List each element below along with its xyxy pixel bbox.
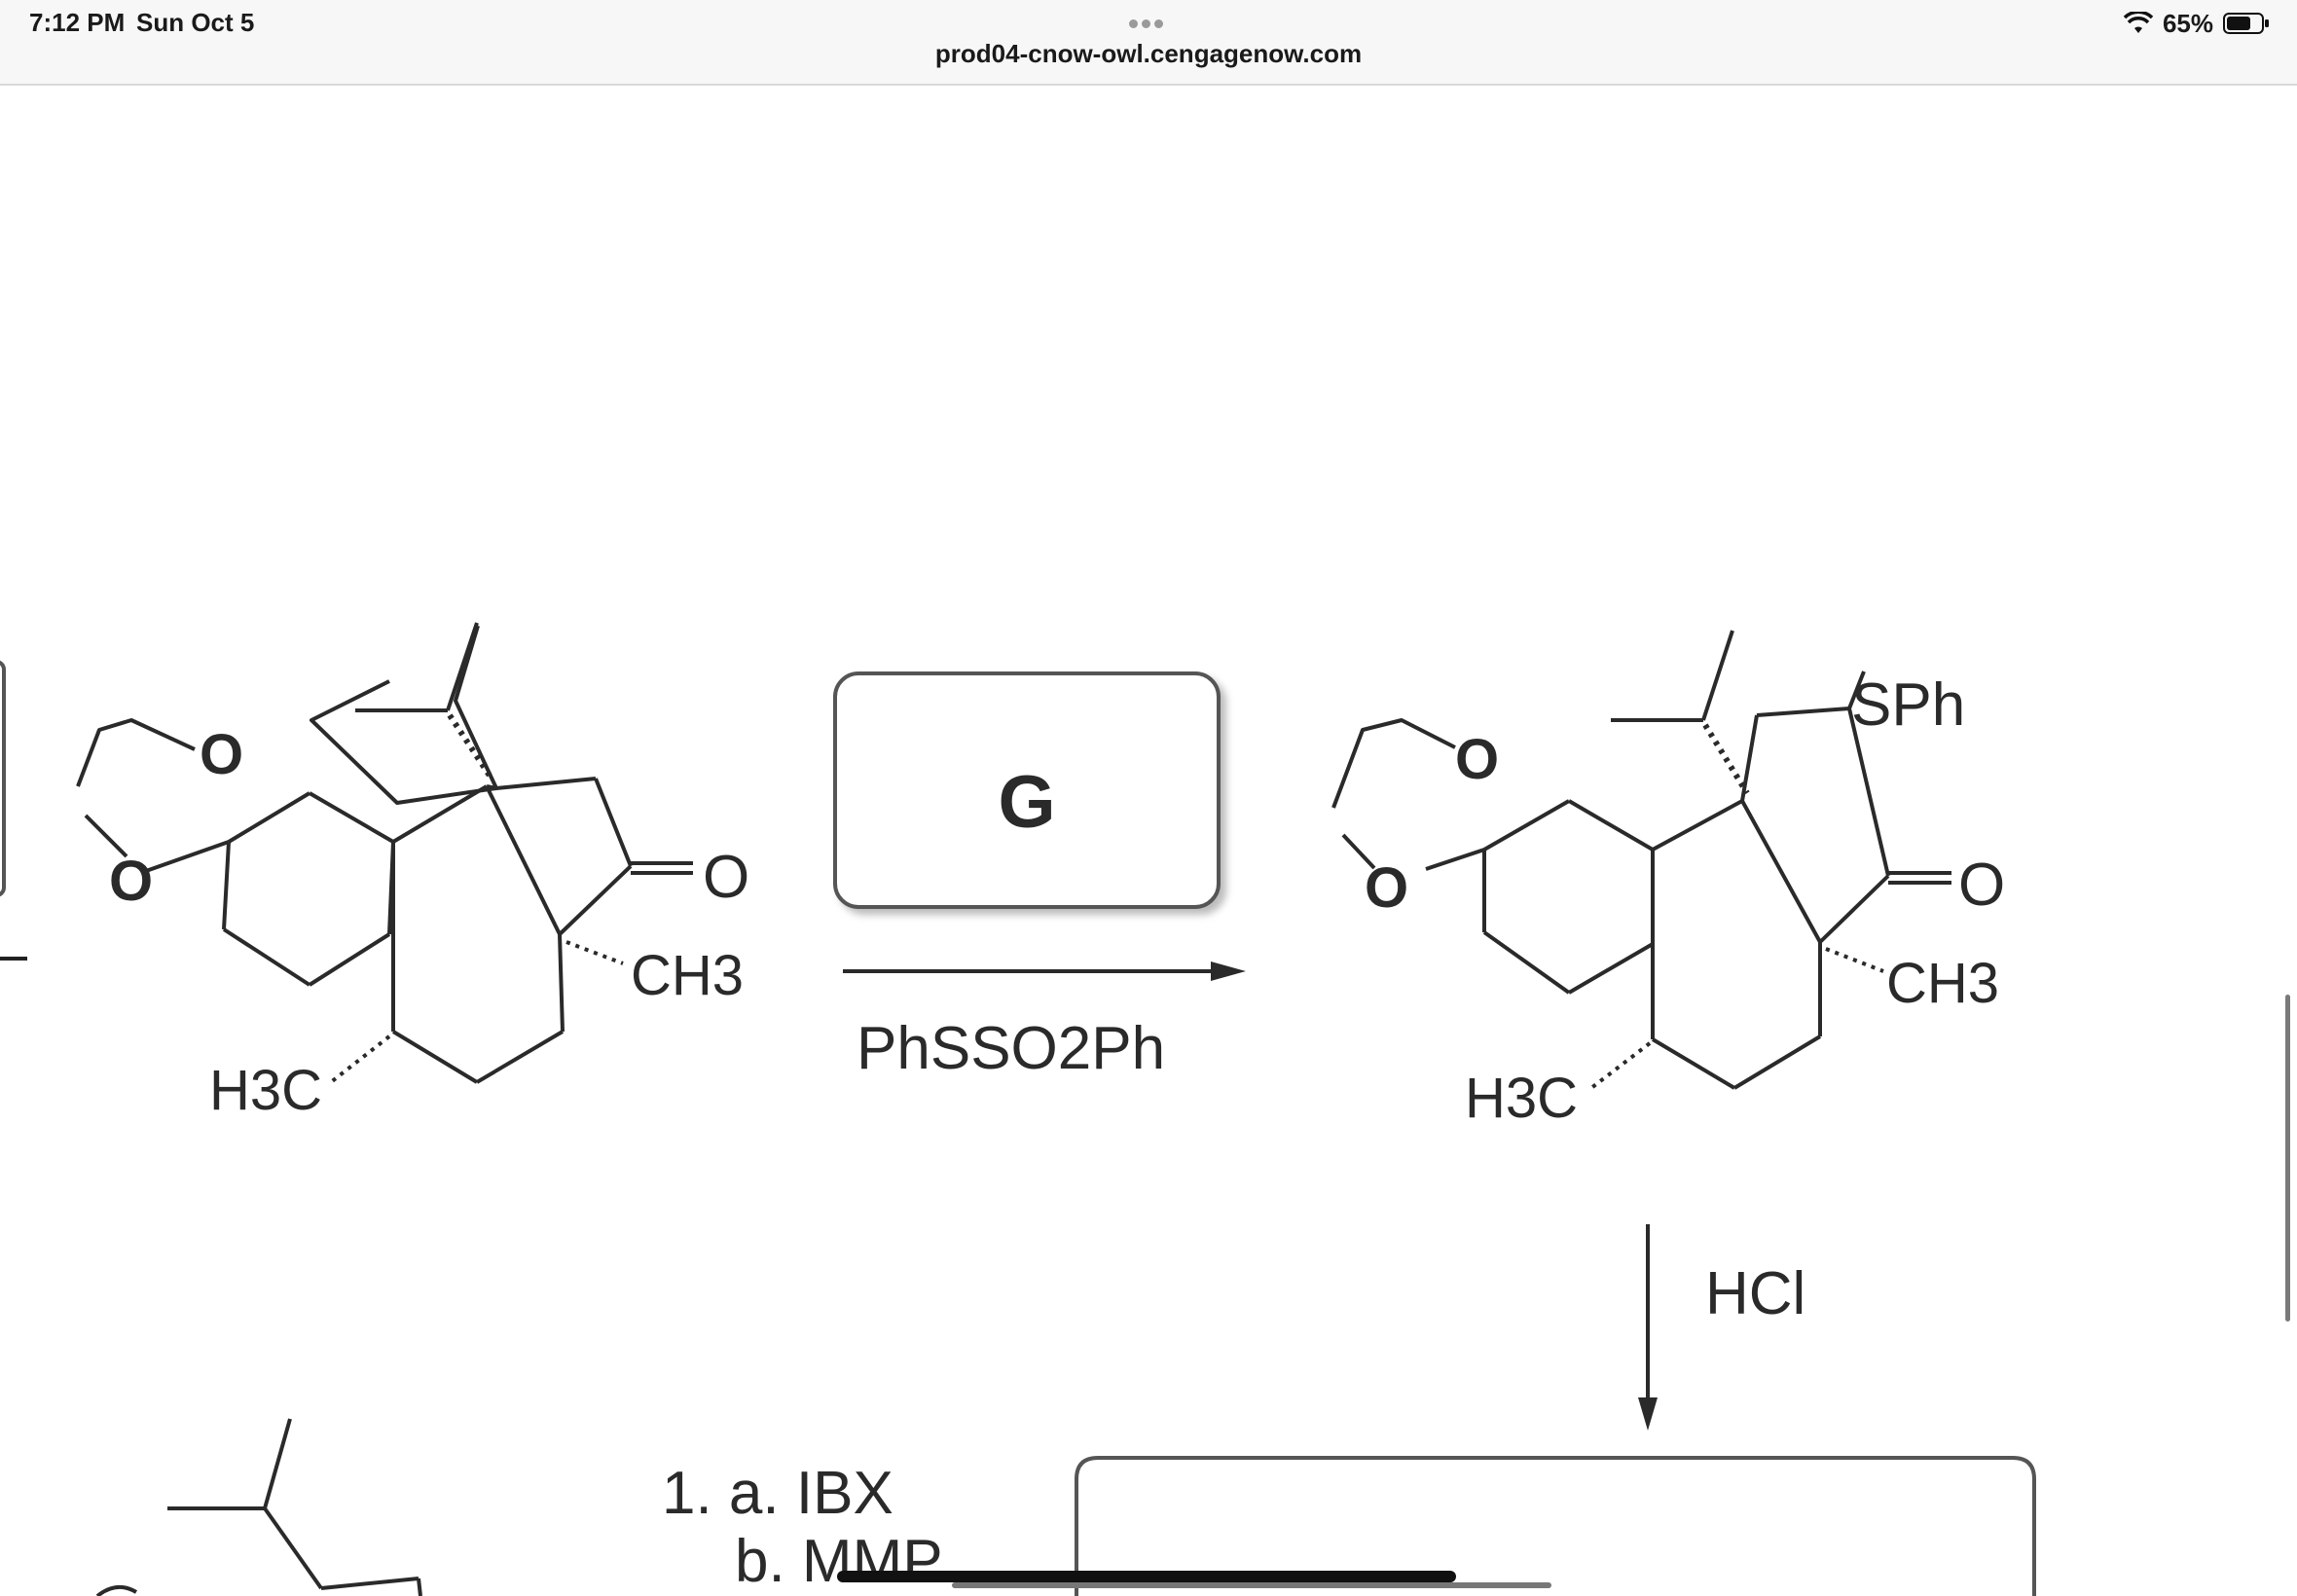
status-bar: 7:12 PM Sun Oct 5 prod04-cnow-owl.cengag… bbox=[0, 0, 2297, 86]
sm-ring-oxygen-bottom: O bbox=[109, 850, 153, 913]
product-methyl-left: H3C bbox=[1465, 1067, 1578, 1130]
battery-icon bbox=[2223, 13, 2269, 34]
status-time: 7:12 PM bbox=[29, 8, 126, 37]
sm-ring-oxygen-top: O bbox=[200, 723, 243, 786]
home-indicator-shadow bbox=[952, 1582, 1551, 1588]
sm-methyl-right: CH3 bbox=[631, 944, 744, 1007]
reagent-phsso2ph: PhSSO2Ph bbox=[857, 1015, 1165, 1082]
answer-box-hcl-product[interactable] bbox=[1075, 1456, 2036, 1596]
step-1a: 1. a. IBX bbox=[662, 1460, 893, 1527]
wifi-icon bbox=[2123, 12, 2153, 33]
battery-percent: 65% bbox=[2162, 8, 2213, 38]
reaction-arrow-1-head bbox=[1211, 961, 1246, 981]
product-methyl-right: CH3 bbox=[1886, 952, 1999, 1015]
home-indicator[interactable] bbox=[837, 1571, 1456, 1582]
sm-methyl-left: H3C bbox=[209, 1059, 322, 1122]
product-ketone-oxygen: O bbox=[1958, 852, 2005, 919]
answer-box-g-label: G bbox=[998, 761, 1055, 844]
product-sph bbox=[1331, 630, 1951, 1090]
previous-answer-box-edge[interactable] bbox=[0, 660, 6, 897]
reagent-hcl: HCl bbox=[1705, 1260, 1805, 1327]
sm-ketone-oxygen: O bbox=[703, 844, 749, 911]
next-structure-partial bbox=[95, 1418, 422, 1596]
product-ring-oxygen-top: O bbox=[1455, 728, 1499, 791]
reaction-arrow-2-head bbox=[1638, 1397, 1658, 1431]
status-icons: 65% bbox=[2123, 6, 2270, 41]
reaction-scheme: O O O CH3 H3C G PhSSO2Ph O O bbox=[0, 622, 2036, 1596]
status-date: Sun Oct 5 bbox=[136, 8, 255, 37]
step-1b: b. MMP bbox=[735, 1528, 943, 1595]
product-sph-label: SPh bbox=[1851, 671, 1965, 739]
answer-box-g[interactable] bbox=[833, 671, 1221, 909]
browser-menu-dots-icon[interactable] bbox=[1127, 16, 1170, 28]
address-bar-url[interactable]: prod04-cnow-owl.cengagenow.com bbox=[934, 39, 1363, 68]
vertical-scroll-indicator[interactable] bbox=[2285, 995, 2290, 1322]
starting-material bbox=[76, 622, 693, 1084]
product-ring-oxygen-bottom: O bbox=[1365, 856, 1408, 920]
